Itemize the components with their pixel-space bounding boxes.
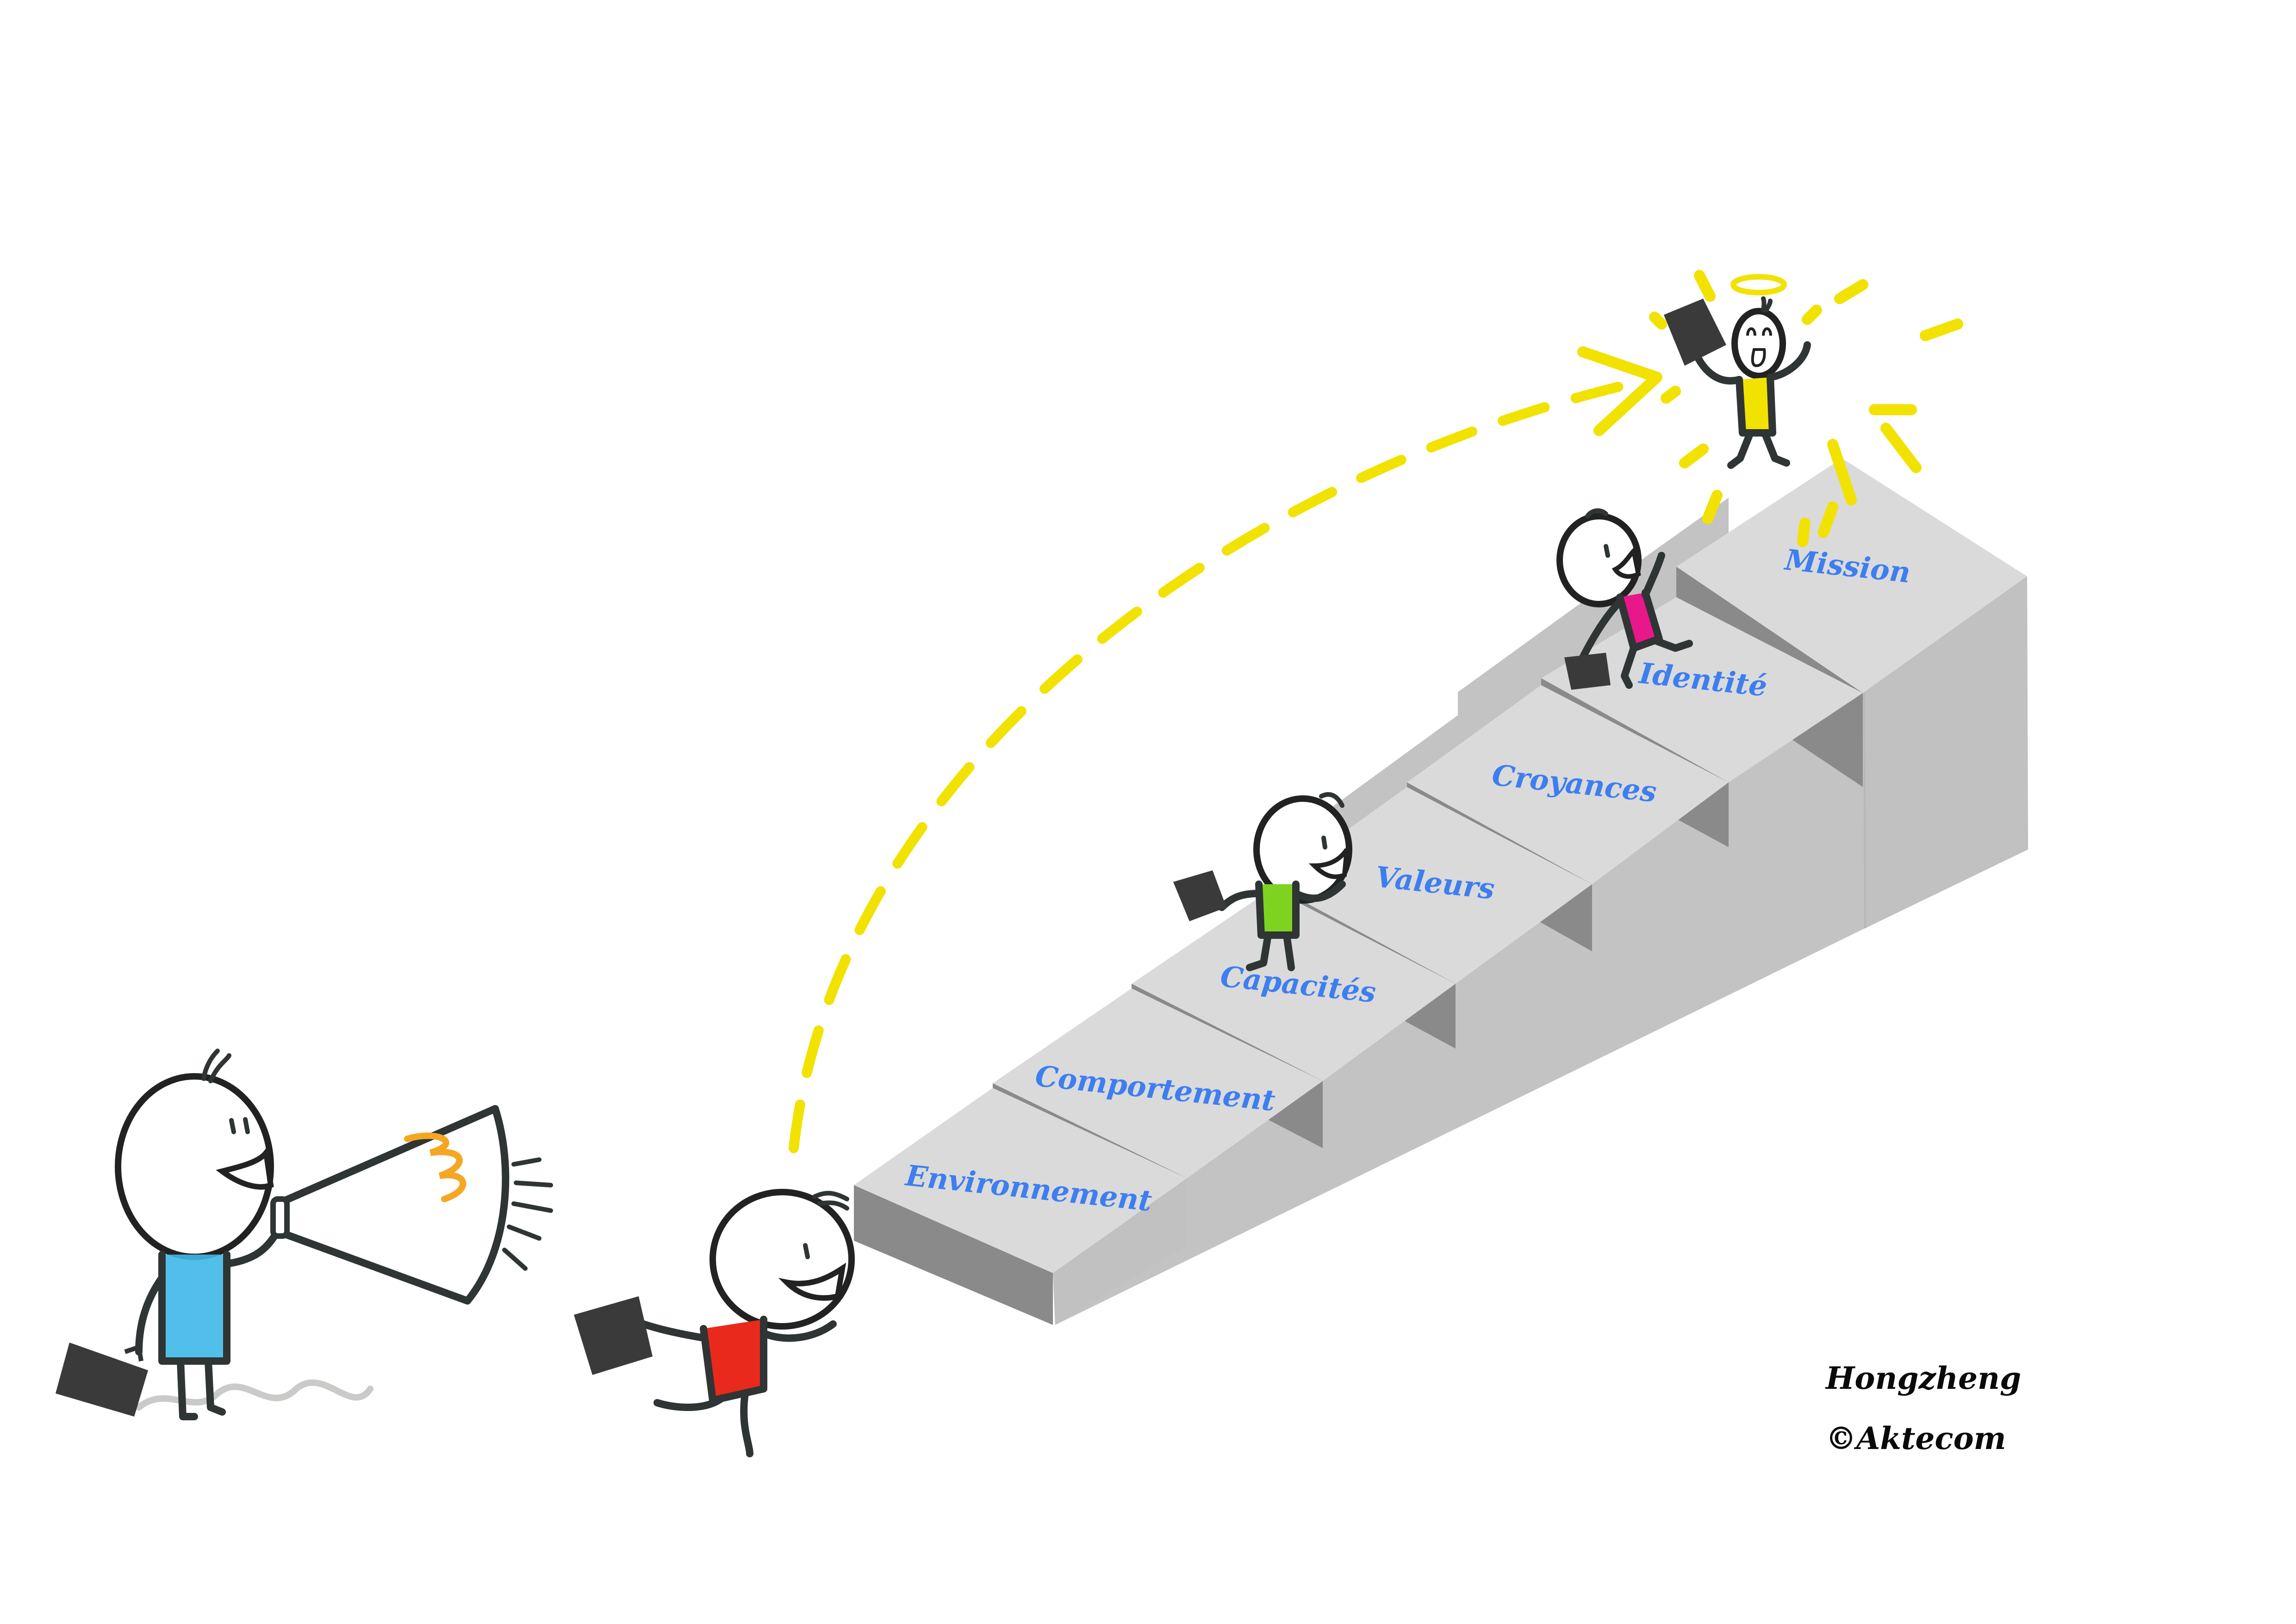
author-credit: Hongzheng — [1825, 1360, 2021, 1396]
megaphone-icon — [270, 1105, 510, 1305]
sound-waves-icon — [502, 1157, 553, 1271]
briefcase-icon — [1173, 870, 1226, 921]
staircase: Environnement Comportement Capacités Val… — [854, 458, 2028, 1325]
briefcase-icon — [56, 1343, 148, 1417]
halo-icon — [1730, 274, 1787, 295]
climber-figure-pink — [1556, 508, 1693, 690]
briefcase-icon — [1664, 299, 1726, 366]
progress-arrow — [789, 346, 1662, 1153]
angel-figure-yellow — [1649, 270, 1963, 547]
climber-figure-green — [1173, 792, 1352, 971]
arrow-head-icon — [1577, 346, 1662, 436]
runner-figure-red — [574, 1189, 855, 1457]
copyright-credit: ©Aktecom — [1826, 1420, 2006, 1456]
briefcase-icon — [574, 1296, 653, 1375]
light-rays-icon — [1649, 270, 1963, 547]
speaker-figure — [56, 1049, 553, 1420]
briefcase-icon — [1564, 653, 1611, 690]
